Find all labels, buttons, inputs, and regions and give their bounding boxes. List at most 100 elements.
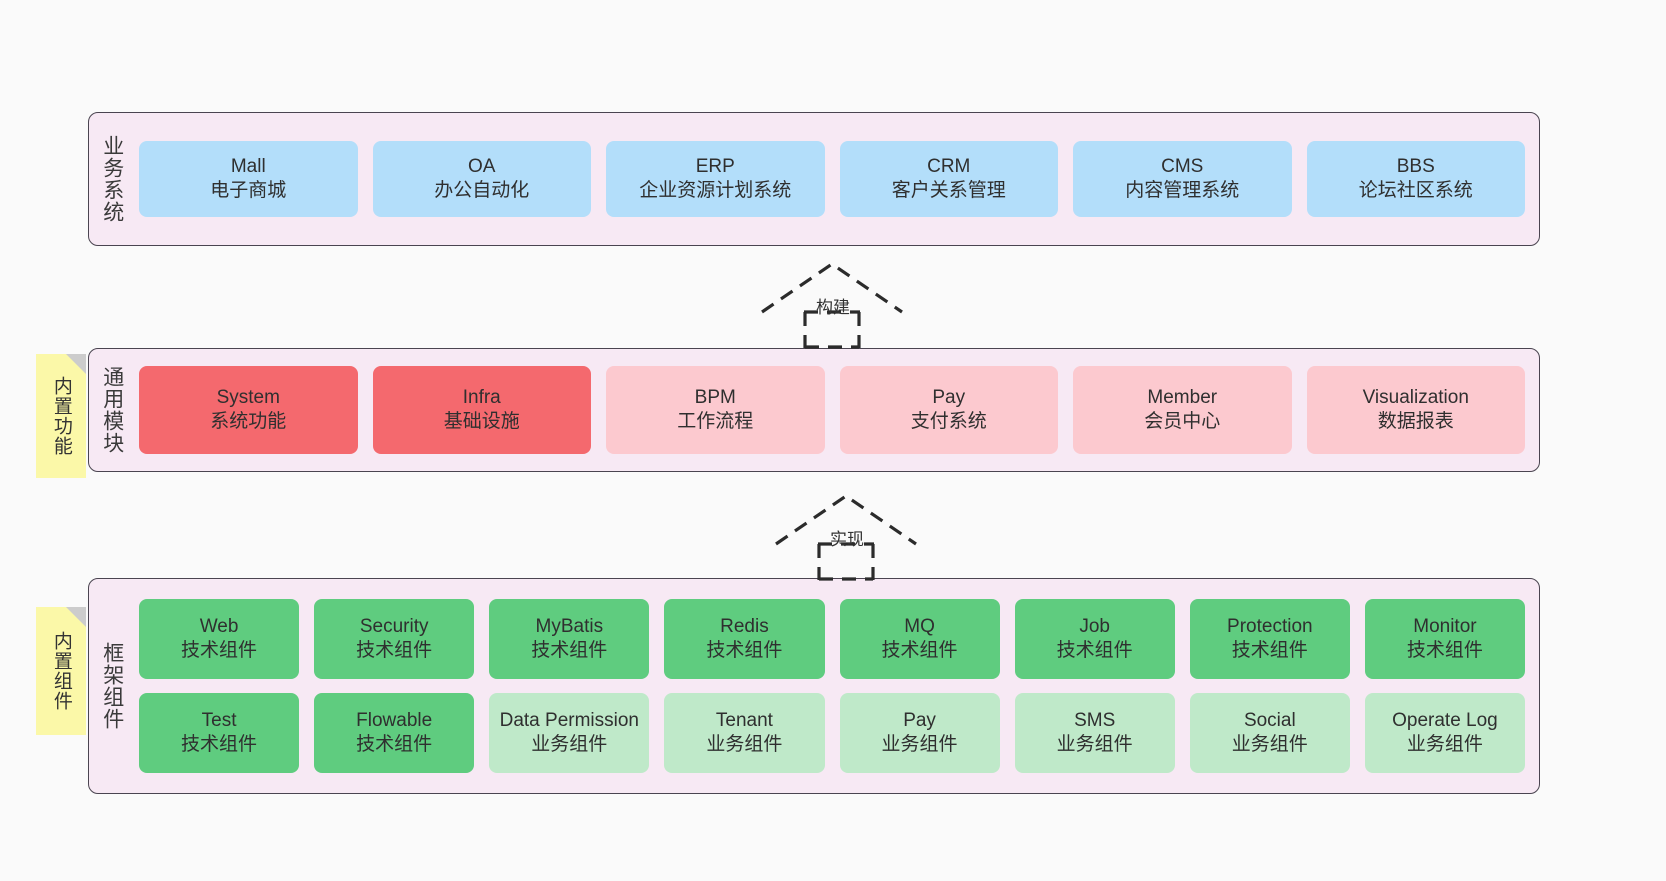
node-title: OA (468, 156, 496, 178)
node-subtitle: 技术组件 (1056, 640, 1133, 661)
note-builtin-features: 内置功能 (36, 354, 86, 478)
layer-title-framework-components: 框架组件 (100, 642, 124, 730)
node-mall[interactable]: Mall 电子商城 (139, 141, 358, 217)
node-subtitle: 业务组件 (1056, 734, 1133, 755)
node-subtitle: 业务组件 (1406, 734, 1483, 755)
node-subtitle: 论坛社区系统 (1358, 180, 1473, 201)
node-crm[interactable]: CRM 客户关系管理 (839, 141, 1058, 217)
node-subtitle: 技术组件 (181, 734, 258, 755)
node-infra[interactable]: Infra 基础设施 (372, 366, 591, 454)
layer-body-business-systems: Mall 电子商城 OA 办公自动化 ERP 企业资源计划系统 CRM 客户关系… (135, 113, 1539, 245)
node-mybatis[interactable]: MyBatis 技术组件 (489, 599, 650, 679)
generalization-arrow-icon (761, 262, 903, 349)
layer-framework-components: 框架组件 Web 技术组件 Security 技术组件 MyBatis 技术组件… (88, 578, 1540, 794)
node-security[interactable]: Security 技术组件 (314, 599, 475, 679)
node-title: Tenant (715, 710, 773, 732)
node-title: Operate Log (1392, 710, 1498, 732)
connector-build (752, 258, 912, 350)
node-subtitle: 数据报表 (1377, 411, 1454, 432)
node-title: Visualization (1362, 387, 1469, 409)
connector-implement-label: 实现 (830, 530, 864, 549)
node-subtitle: 电子商城 (210, 180, 287, 201)
node-subtitle: 技术组件 (1406, 640, 1483, 661)
node-visualization[interactable]: Visualization 数据报表 (1306, 366, 1525, 454)
node-title: Data Permission (499, 710, 639, 732)
node-subtitle: 业务组件 (706, 734, 783, 755)
node-title: Pay (903, 710, 936, 732)
node-title: Member (1147, 387, 1218, 409)
generalization-arrow-icon (775, 494, 917, 581)
node-title: Security (359, 616, 429, 638)
node-protection[interactable]: Protection 技术组件 (1189, 599, 1350, 679)
node-subtitle: 技术组件 (531, 640, 608, 661)
node-pay-module[interactable]: Pay 支付系统 (839, 366, 1058, 454)
node-tenant[interactable]: Tenant 业务组件 (664, 693, 825, 773)
node-web[interactable]: Web 技术组件 (139, 599, 300, 679)
node-title: Pay (932, 387, 966, 409)
note-builtin-components: 内置组件 (36, 607, 86, 735)
node-subtitle: 办公自动化 (434, 180, 530, 201)
framework-tech-row: Web 技术组件 Security 技术组件 MyBatis 技术组件 Redi… (139, 599, 1525, 679)
node-title: Web (199, 616, 239, 638)
node-title: MQ (904, 616, 935, 638)
node-title: Infra (462, 387, 501, 409)
note-builtin-features-label: 内置功能 (50, 376, 72, 456)
node-subtitle: 技术组件 (356, 640, 433, 661)
node-member[interactable]: Member 会员中心 (1073, 366, 1292, 454)
node-subtitle: 技术组件 (181, 640, 258, 661)
node-title: ERP (695, 156, 735, 178)
node-title: Protection (1227, 616, 1313, 638)
node-subtitle: 内容管理系统 (1125, 180, 1240, 201)
node-operate-log[interactable]: Operate Log 业务组件 (1364, 693, 1525, 773)
node-title: Redis (720, 616, 769, 638)
node-sms[interactable]: SMS 业务组件 (1014, 693, 1175, 773)
node-social[interactable]: Social 业务组件 (1189, 693, 1350, 773)
common-modules-row: System 系统功能 Infra 基础设施 BPM 工作流程 Pay 支付系统… (139, 366, 1525, 454)
layer-body-framework-components: Web 技术组件 Security 技术组件 MyBatis 技术组件 Redi… (135, 579, 1539, 793)
connector-implement (766, 490, 926, 582)
node-erp[interactable]: ERP 企业资源计划系统 (606, 141, 825, 217)
business-systems-row: Mall 电子商城 OA 办公自动化 ERP 企业资源计划系统 CRM 客户关系… (139, 141, 1525, 217)
node-subtitle: 工作流程 (677, 411, 754, 432)
node-job[interactable]: Job 技术组件 (1014, 599, 1175, 679)
node-test[interactable]: Test 技术组件 (139, 693, 300, 773)
layer-business-systems: 业务系统 Mall 电子商城 OA 办公自动化 ERP 企业资源计划系统 CRM… (88, 112, 1540, 246)
node-bpm[interactable]: BPM 工作流程 (606, 366, 825, 454)
node-mq[interactable]: MQ 技术组件 (839, 599, 1000, 679)
note-builtin-components-label: 内置组件 (50, 631, 72, 711)
connector-build-label: 构建 (816, 298, 850, 317)
node-subtitle: 基础设施 (443, 411, 520, 432)
node-redis[interactable]: Redis 技术组件 (664, 599, 825, 679)
node-subtitle: 支付系统 (910, 411, 987, 432)
node-title: CMS (1161, 156, 1204, 178)
node-oa[interactable]: OA 办公自动化 (372, 141, 591, 217)
node-subtitle: 技术组件 (1231, 640, 1308, 661)
node-subtitle: 业务组件 (531, 734, 608, 755)
node-subtitle: 技术组件 (356, 734, 433, 755)
node-title: BPM (694, 387, 736, 409)
node-flowable[interactable]: Flowable 技术组件 (314, 693, 475, 773)
note-fold-icon (66, 354, 86, 374)
layer-common-modules: 通用模块 System 系统功能 Infra 基础设施 BPM 工作流程 Pay… (88, 348, 1540, 472)
framework-business-row: Test 技术组件 Flowable 技术组件 Data Permission … (139, 693, 1525, 773)
node-title: Test (201, 710, 237, 732)
node-subtitle: 系统功能 (210, 411, 287, 432)
node-pay-component[interactable]: Pay 业务组件 (839, 693, 1000, 773)
node-cms[interactable]: CMS 内容管理系统 (1073, 141, 1292, 217)
node-title: BBS (1396, 156, 1435, 178)
note-fold-icon (66, 607, 86, 627)
node-subtitle: 技术组件 (881, 640, 958, 661)
node-title: CRM (927, 156, 971, 178)
node-data-permission[interactable]: Data Permission 业务组件 (489, 693, 650, 773)
node-subtitle: 会员中心 (1144, 411, 1221, 432)
layer-title-business-systems: 业务系统 (100, 135, 124, 223)
node-subtitle: 技术组件 (706, 640, 783, 661)
node-subtitle: 业务组件 (881, 734, 958, 755)
node-bbs[interactable]: BBS 论坛社区系统 (1306, 141, 1525, 217)
node-title: Mall (230, 156, 266, 178)
node-title: MyBatis (535, 616, 604, 638)
node-system[interactable]: System 系统功能 (139, 366, 358, 454)
layer-body-common-modules: System 系统功能 Infra 基础设施 BPM 工作流程 Pay 支付系统… (135, 349, 1539, 471)
node-monitor[interactable]: Monitor 技术组件 (1364, 599, 1525, 679)
